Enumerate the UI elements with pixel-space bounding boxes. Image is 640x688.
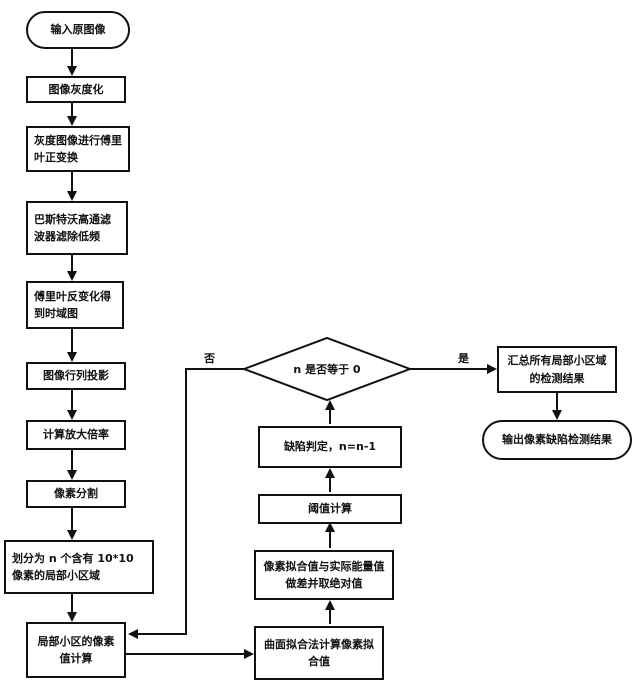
magnification-node: 计算放大倍率 bbox=[26, 420, 126, 450]
arrow-decision-no-loop bbox=[128, 368, 244, 639]
no-branch-label: 否 bbox=[204, 352, 215, 365]
output-node: 输出像素缺陷检测结果 bbox=[482, 420, 632, 460]
decision-label: n 是否等于 0 bbox=[293, 363, 361, 376]
surface-fit-node: 曲面拟合法计算像素拟合值 bbox=[254, 626, 384, 680]
local-pixel-node: 局部小区的像素值计算 bbox=[26, 622, 126, 678]
grayscale-node: 图像灰度化 bbox=[26, 76, 126, 103]
defect-judgment-node: 缺陷判定，n=n-1 bbox=[258, 426, 402, 468]
decision-diamond bbox=[241, 336, 413, 402]
start-node: 输入原图像 bbox=[26, 11, 130, 49]
divide-regions-node: 划分为 n 个含有 10*10 像素的局部小区域 bbox=[4, 540, 154, 594]
difference-node: 像素拟合值与实际能量值做差并取绝对值 bbox=[254, 550, 394, 600]
inverse-transform-node: 傅里叶反变化得到时域图 bbox=[26, 281, 124, 329]
fourier-transform-node: 灰度图像进行傅里叶正变换 bbox=[26, 126, 130, 172]
yes-branch-label: 是 bbox=[458, 352, 469, 365]
pixel-split-node: 像素分割 bbox=[26, 480, 126, 508]
projection-node: 图像行列投影 bbox=[26, 362, 126, 390]
butterworth-filter-node: 巴斯特沃高通滤波器滤除低频 bbox=[26, 201, 128, 255]
summary-node: 汇总所有局部小区域的检测结果 bbox=[497, 346, 617, 393]
threshold-node: 阈值计算 bbox=[258, 494, 402, 524]
